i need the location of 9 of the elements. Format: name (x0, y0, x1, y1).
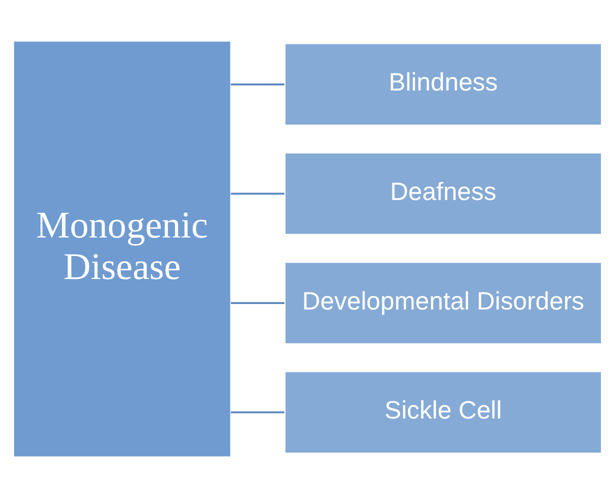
connector (230, 192, 284, 195)
node-box: Deafness (284, 152, 602, 236)
node-box: Monogenic Disease (12, 40, 232, 458)
connector (230, 83, 284, 86)
connector (230, 302, 284, 304)
node-box: Blindness (284, 42, 602, 126)
connector (230, 411, 284, 414)
node-box: Sickle Cell (284, 370, 602, 454)
node-box: Developmental Disorders (284, 262, 602, 344)
